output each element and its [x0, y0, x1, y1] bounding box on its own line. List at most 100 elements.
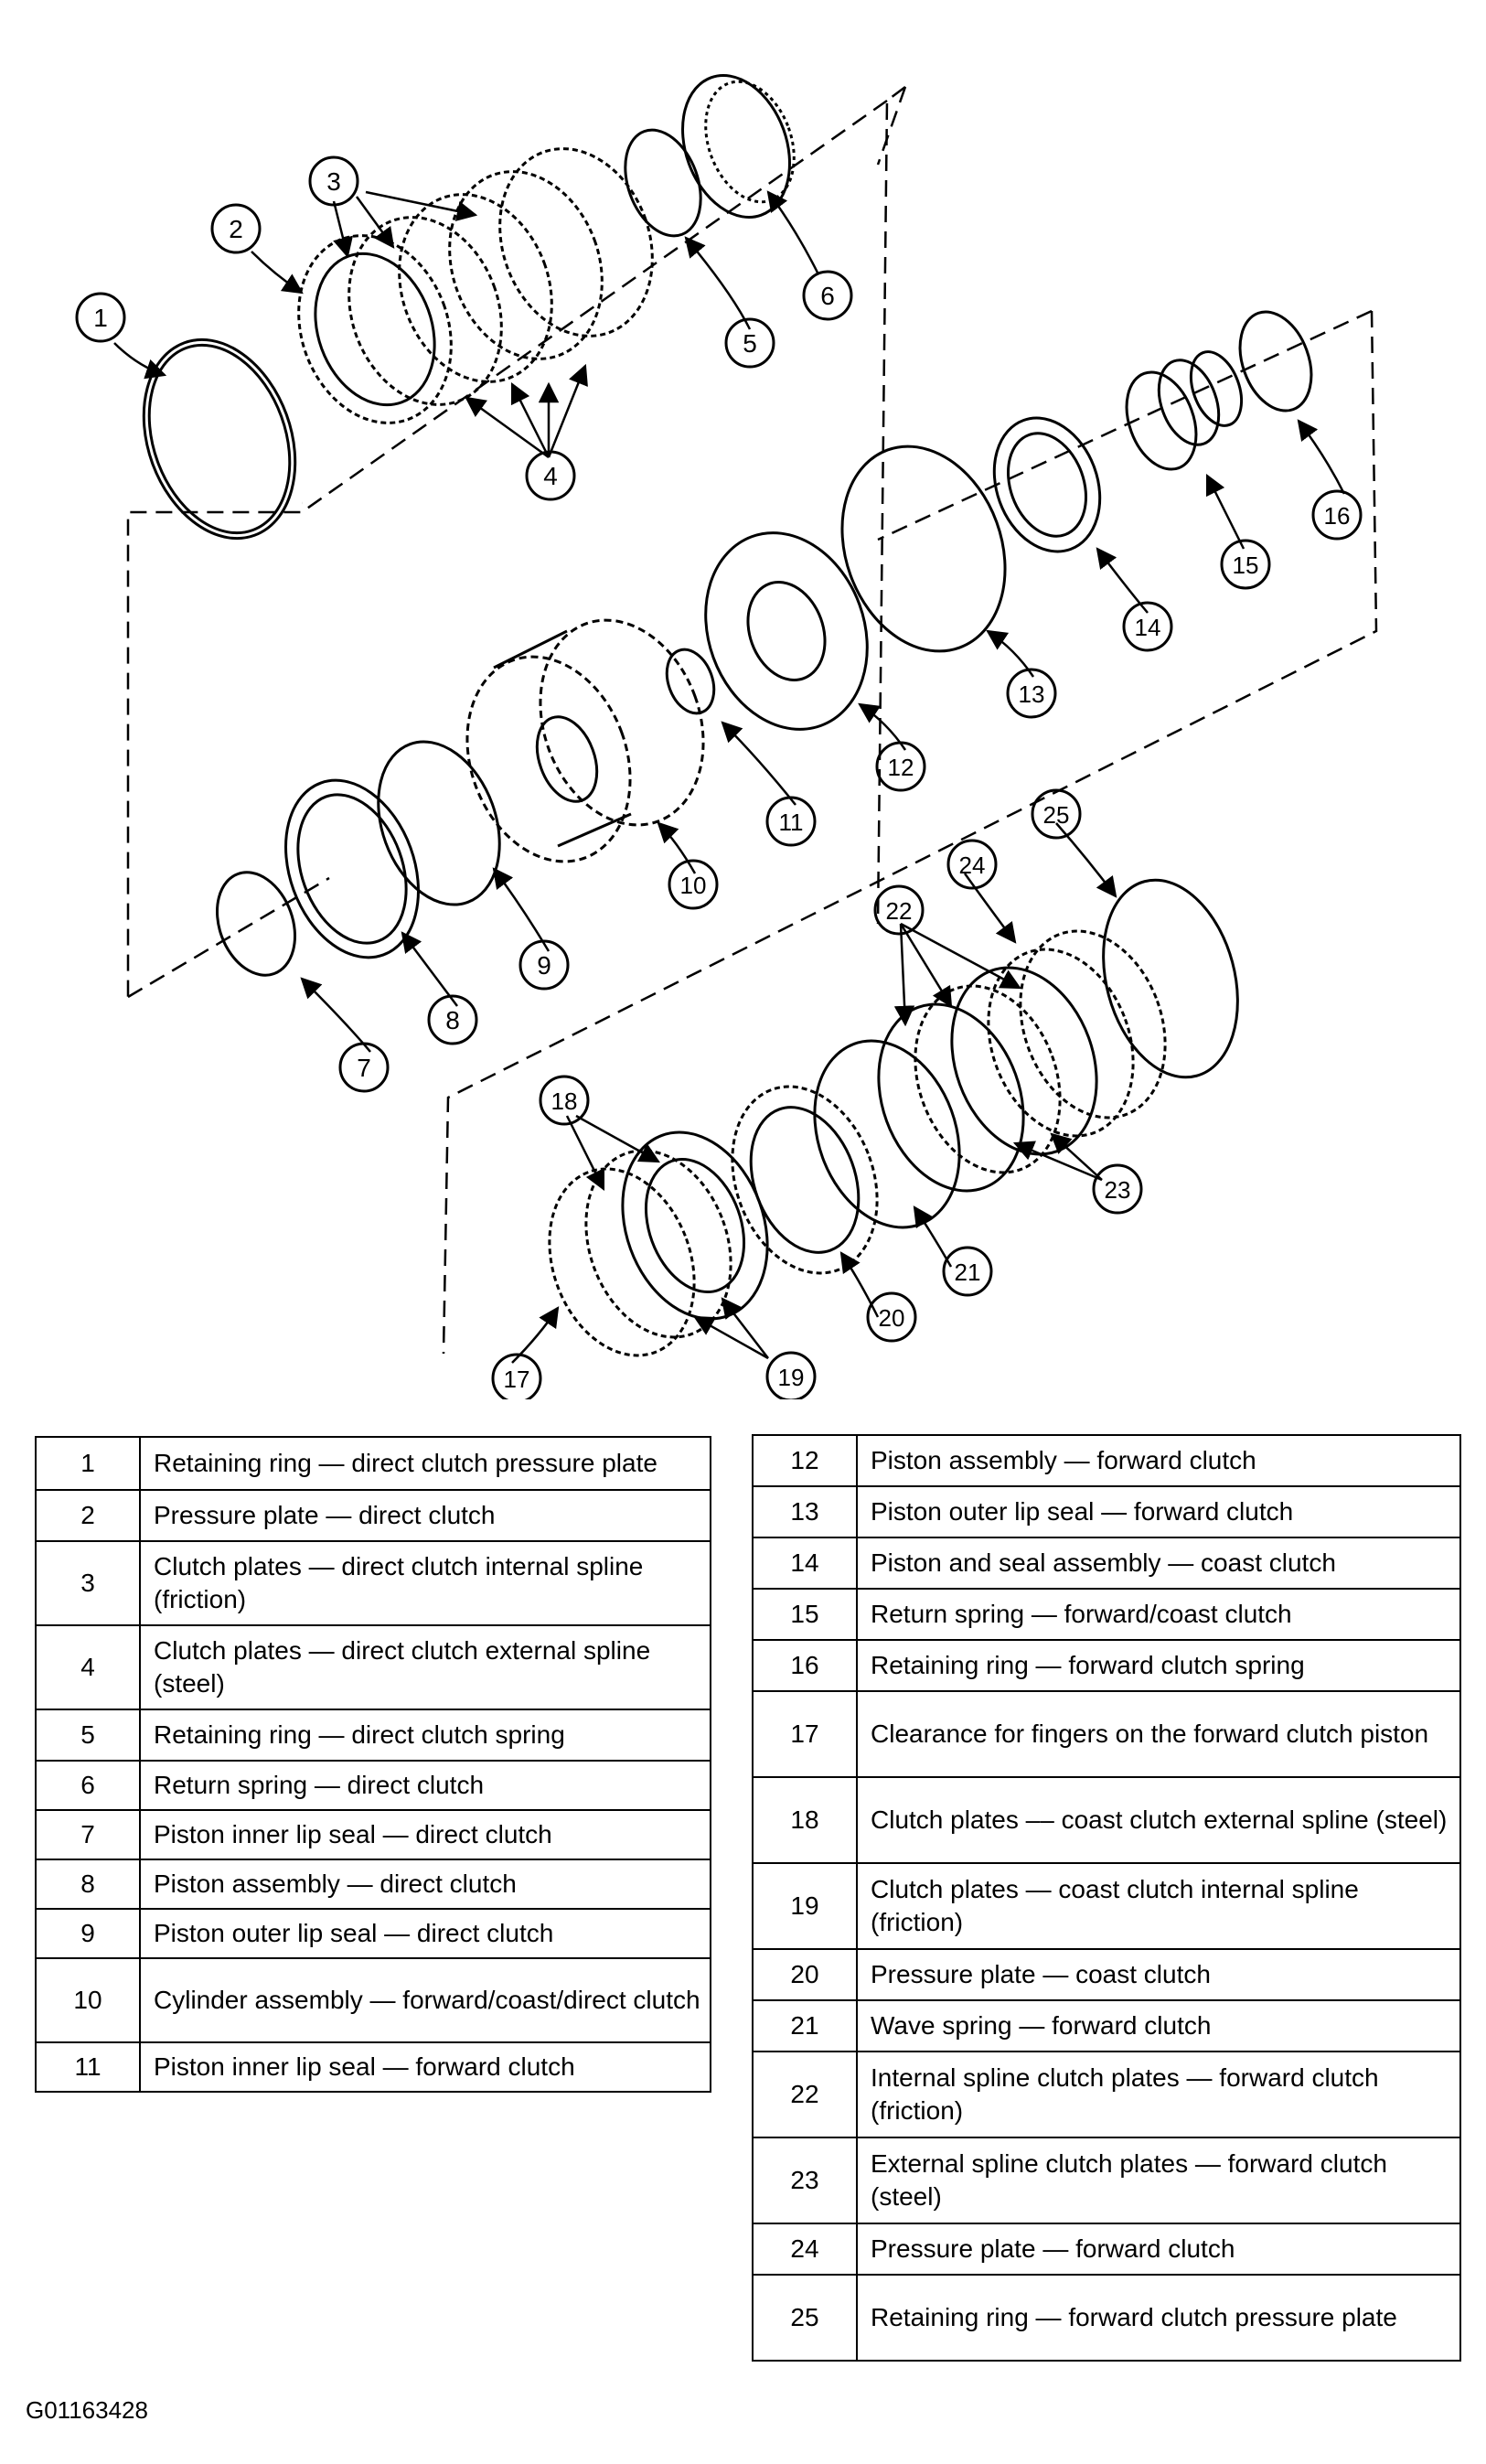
legend-description: Clutch plates — coast clutch internal sp… — [856, 1862, 1461, 1950]
legend-number: 7 — [35, 1809, 141, 1860]
svg-text:15: 15 — [1233, 552, 1259, 579]
legend-number: 8 — [35, 1859, 141, 1910]
legend-description: Cylinder assembly — forward/coast/direct… — [139, 1957, 711, 2043]
svg-text:1: 1 — [93, 304, 108, 332]
piston-assembly-12 — [704, 531, 869, 731]
callout-19: 19 — [765, 1351, 817, 1399]
leader-lines — [113, 190, 1346, 1364]
legend-number: 5 — [35, 1709, 141, 1762]
svg-text:18: 18 — [551, 1087, 578, 1115]
retaining-ring-25 — [1102, 878, 1239, 1079]
exploded-clutch-diagram: 1 2 3 4 5 6 7 8 9 10 11 12 13 14 15 16 1… — [75, 74, 1378, 1399]
legend-description: Clutch plates –– coast clutch external s… — [856, 1776, 1461, 1864]
legend-description: Retaining ring — direct clutch spring — [139, 1709, 711, 1762]
legend-number: 12 — [752, 1434, 858, 1487]
callout-11: 11 — [765, 796, 817, 847]
legend-number: 17 — [752, 1690, 858, 1778]
legend-description: Pressure plate — direct clutch — [139, 1489, 711, 1542]
legend-description: Retaining ring — direct clutch pressure … — [139, 1436, 711, 1491]
legend-description: Clutch plates — direct clutch external s… — [139, 1624, 711, 1710]
svg-text:24: 24 — [959, 852, 986, 879]
legend-description: Retaining ring — forward clutch pressure… — [856, 2274, 1461, 2362]
legend-description: Internal spline clutch plates — forward … — [856, 2051, 1461, 2138]
legend-number: 15 — [752, 1588, 858, 1641]
legend-description: Clearance for fingers on the forward clu… — [856, 1690, 1461, 1778]
legend-number: 14 — [752, 1537, 858, 1590]
legend-number: 10 — [35, 1957, 141, 2043]
svg-text:9: 9 — [537, 951, 551, 980]
pressure-plate-20 — [731, 1085, 879, 1275]
legend-number: 2 — [35, 1489, 141, 1542]
piston-assembly-8 — [284, 778, 420, 959]
retaining-ring-5 — [624, 128, 702, 238]
return-spring-15 — [1125, 350, 1244, 471]
callout-9: 9 — [518, 939, 570, 991]
piston-seal-9 — [377, 740, 501, 906]
coast-piston-14 — [992, 416, 1102, 553]
legend-number: 1 — [35, 1436, 141, 1491]
legend-description: Piston assembly — forward clutch — [856, 1434, 1461, 1487]
legend-description: Piston inner lip seal — forward clutch — [139, 2041, 711, 2093]
svg-text:16: 16 — [1324, 502, 1351, 530]
legend-description: Piston assembly — direct clutch — [139, 1859, 711, 1910]
callout-20: 20 — [866, 1291, 917, 1343]
legend-number: 3 — [35, 1540, 141, 1626]
legend-description: External spline clutch plates — forward … — [856, 2137, 1461, 2224]
callout-24: 24 — [946, 839, 998, 890]
svg-text:13: 13 — [1019, 680, 1045, 708]
svg-text:20: 20 — [879, 1304, 905, 1332]
svg-text:11: 11 — [779, 809, 804, 836]
svg-text:17: 17 — [504, 1366, 530, 1393]
legend-number: 9 — [35, 1908, 141, 1959]
callout-16: 16 — [1311, 489, 1363, 541]
svg-text:10: 10 — [680, 872, 707, 899]
legend-description: Pressure plate — forward clutch — [856, 2223, 1461, 2276]
svg-text:12: 12 — [888, 754, 914, 781]
legend-number: 16 — [752, 1639, 858, 1692]
callout-18: 18 — [539, 1075, 590, 1126]
legend-description: Retaining ring — forward clutch spring — [856, 1639, 1461, 1692]
callout-8: 8 — [427, 994, 478, 1045]
svg-text:6: 6 — [820, 282, 835, 310]
wave-spring-21 — [813, 1039, 961, 1229]
legend-number: 11 — [35, 2041, 141, 2093]
callout-17: 17 — [491, 1353, 542, 1399]
svg-text:3: 3 — [326, 167, 341, 196]
svg-text:14: 14 — [1135, 614, 1161, 641]
forward-clutch-plates — [877, 929, 1167, 1193]
svg-text:4: 4 — [543, 462, 558, 490]
legend-number: 19 — [752, 1862, 858, 1950]
legend-number: 6 — [35, 1760, 141, 1811]
callout-6: 6 — [802, 270, 853, 321]
svg-text:22: 22 — [886, 897, 913, 925]
callout-5: 5 — [724, 317, 775, 369]
callout-3: 3 — [308, 155, 359, 207]
legend-number: 18 — [752, 1776, 858, 1864]
legend-number: 23 — [752, 2137, 858, 2224]
piston-seal-7 — [215, 871, 297, 977]
callout-23: 23 — [1092, 1163, 1143, 1215]
legend-description: Pressure plate — coast clutch — [856, 1948, 1461, 2001]
legend-description: Piston and seal assembly — coast clutch — [856, 1537, 1461, 1590]
